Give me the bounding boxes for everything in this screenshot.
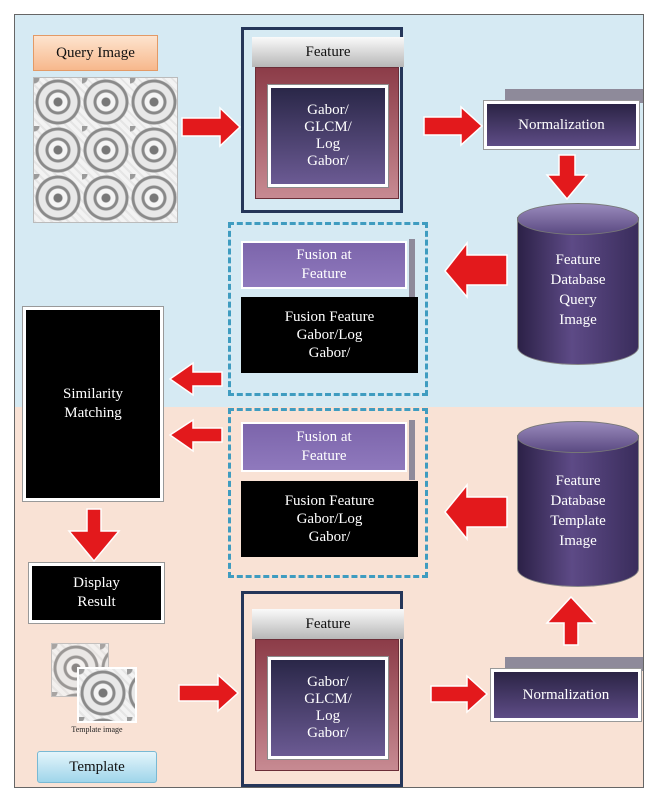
query-image-thumbnail	[33, 77, 178, 223]
arrows-layer	[67, 105, 597, 714]
normalization-template-tab	[505, 657, 643, 671]
fusion-group-query	[228, 222, 428, 396]
arrow-feature-to-normalization	[423, 105, 484, 147]
fusion-header-template: Fusion at Feature	[241, 422, 407, 472]
normalization-query-tab	[505, 89, 643, 103]
fusion-query-tab	[409, 239, 415, 297]
arrow-template-to-feature	[178, 673, 240, 713]
query-image-label-text: Query Image	[56, 44, 135, 61]
db-template-text: Feature Database Template Image	[550, 473, 606, 549]
template-label-text: Template	[69, 758, 125, 775]
arrow-feature-to-normalization-template	[430, 674, 489, 714]
feature-header-template: Feature	[252, 609, 404, 639]
feature-block-query	[241, 27, 403, 213]
feature-header-query: Feature	[252, 37, 404, 67]
fusion-group-template	[228, 408, 428, 578]
arrow-fusion-template-to-similarity	[168, 418, 223, 453]
diagram-frame: Query Image Feature Gabor/ GLCM/ Log Gab…	[14, 14, 644, 788]
feature-methods-query: Gabor/ GLCM/ Log Gabor/	[267, 84, 389, 188]
arrow-normalization-to-db-template	[545, 595, 597, 646]
db-query-body	[517, 217, 639, 365]
display-result: Display Result	[28, 562, 165, 624]
db-query-text: Feature Database Query Image	[550, 252, 606, 328]
db-template: Feature Database Template Image	[517, 455, 639, 567]
fusion-template-tab	[409, 420, 415, 480]
arrow-db-to-fusion-template	[444, 482, 508, 542]
normalization-template: Normalization	[490, 668, 642, 722]
query-image-label: Query Image	[33, 35, 158, 71]
similarity-matching: Similarity Matching	[22, 306, 164, 502]
arrow-query-to-feature	[181, 106, 242, 148]
fusion-body-query: Fusion Feature Gabor/Log Gabor/	[241, 297, 418, 373]
fusion-header-query: Fusion at Feature	[241, 241, 407, 289]
template-image-caption: Template image	[71, 725, 123, 734]
db-template-top	[517, 421, 639, 453]
arrow-normalization-to-db-query	[545, 154, 589, 201]
db-query: Feature Database Query Image	[517, 235, 639, 345]
arrow-similarity-to-display	[67, 508, 121, 563]
db-template-body	[517, 435, 639, 587]
template-label: Template	[37, 751, 157, 783]
arrow-db-to-fusion-query	[444, 240, 508, 300]
arrow-fusion-query-to-similarity	[168, 361, 223, 397]
feature-methods-template: Gabor/ GLCM/ Log Gabor/	[267, 656, 389, 760]
feature-header-template-text: Feature	[305, 615, 351, 632]
feature-header-query-text: Feature	[305, 43, 351, 60]
template-thumbnail-front	[77, 667, 137, 723]
fusion-body-template: Fusion Feature Gabor/Log Gabor/	[241, 481, 418, 557]
db-query-top	[517, 203, 639, 235]
feature-block-template	[241, 591, 403, 787]
normalization-query: Normalization	[483, 100, 640, 150]
